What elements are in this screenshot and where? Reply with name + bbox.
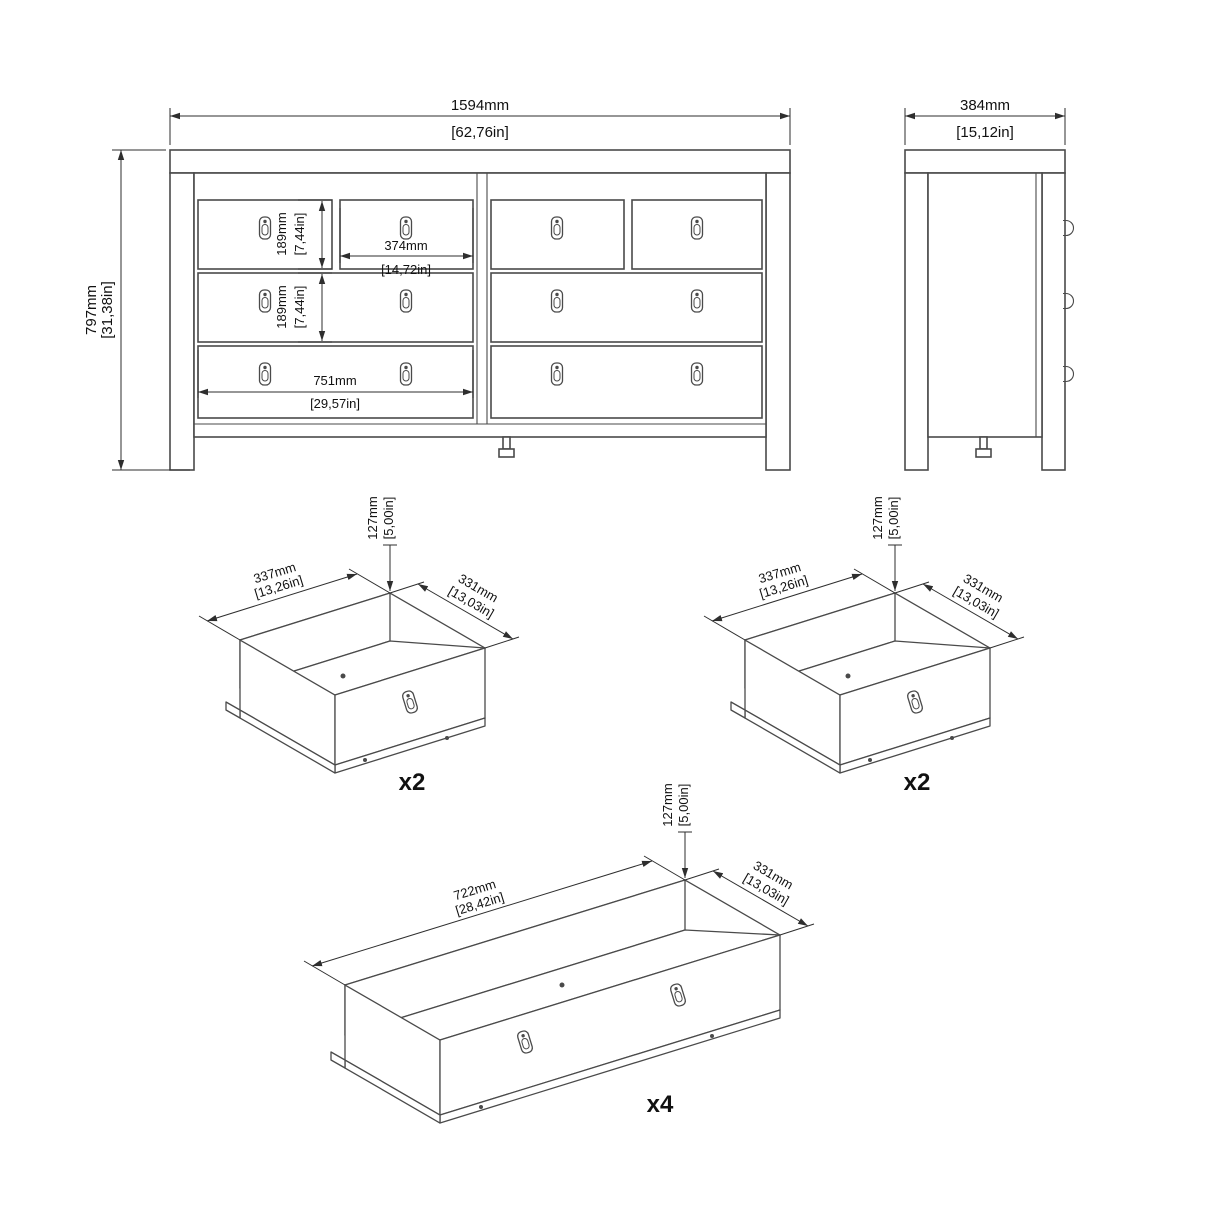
drawer-pull-icon: [258, 289, 272, 313]
drawer-pull-icon: [690, 362, 704, 386]
side-center-foot-stem: [979, 436, 988, 450]
drawer-pull-icon: [690, 289, 704, 313]
front-height-in-label: [31,38in]: [99, 281, 116, 339]
small-box-height-mm-label: 127mm: [870, 496, 885, 539]
side-depth-in-label: [15,12in]: [956, 124, 1014, 141]
rail-screw-icon: [868, 758, 872, 762]
side-top-panel: [904, 149, 1066, 174]
wide-box-height-mm-label: 127mm: [660, 783, 675, 826]
dimension-wide-drawer-box-height: 127mm [5,00in]: [660, 783, 692, 878]
rail-screw-icon: [363, 758, 367, 762]
side-pull-profile-icon: [1063, 292, 1074, 310]
row2-height-mm-label: 189mm: [274, 285, 289, 328]
quantity-label: x4: [647, 1091, 674, 1118]
dimension-overall-depth: 384mm [15,12in]: [904, 97, 1066, 145]
cam-fitting-icon: [559, 982, 565, 988]
drawer-pull-icon: [399, 289, 413, 313]
quantity-label: x2: [904, 769, 931, 796]
side-back-leg: [904, 172, 929, 471]
drawer-front-bottom-right: [490, 345, 763, 419]
drawer-runner-tab: [225, 701, 241, 719]
dimension-overall-height: 797mm [31,38in]: [83, 149, 190, 471]
side-center-foot-pad: [975, 448, 992, 458]
drawer-front-bottom-left: [197, 345, 474, 419]
center-foot-stem: [502, 436, 511, 450]
drawer-runner-tab: [330, 1051, 346, 1069]
small-drawer-width-in-label: [14,72in]: [381, 262, 431, 277]
dimension-small-drawer-width: 374mm [14,72in]: [339, 208, 474, 277]
drawer-pull-icon: [550, 289, 564, 313]
side-pull-profile-icon: [1063, 365, 1074, 383]
side-front-leg: [1041, 172, 1066, 471]
drawer-pull-icon: [258, 362, 272, 386]
small-box-height-in-label: [5,00in]: [381, 497, 396, 540]
drawer-pull-icon: [550, 216, 564, 240]
wide-drawer-width-mm-label: 751mm: [313, 373, 356, 388]
drawer-pull-icon: [258, 216, 272, 240]
side-view-drawing: 384mm [15,12in]: [904, 97, 1074, 471]
dresser-top-panel: [169, 149, 791, 174]
front-width-mm-label: 1594mm: [451, 97, 509, 114]
front-width-in-label: [62,76in]: [451, 124, 509, 141]
rail-screw-icon: [479, 1105, 483, 1109]
row1-height-in-label: [7,44in]: [292, 213, 307, 256]
wide-box-height-in-label: [5,00in]: [676, 784, 691, 827]
cam-fitting-icon: [845, 673, 851, 679]
small-box-height-in-label: [5,00in]: [886, 497, 901, 540]
drawer-pull-icon: [550, 362, 564, 386]
drawer-pull-icon: [399, 362, 413, 386]
wide-drawer-width-in-label: [29,57in]: [310, 396, 360, 411]
front-view-drawing: 1594mm [62,76in] 797mm [31,38in] 189mm […: [83, 97, 791, 471]
rail-screw-icon: [445, 736, 449, 740]
side-pull-profile-icon: [1063, 219, 1074, 237]
dimension-top-drawer-height: 189mm [7,44in]: [274, 199, 332, 270]
drawer-pull-icon: [399, 216, 413, 240]
side-depth-mm-label: 384mm: [960, 97, 1010, 114]
small-drawer-iso-left: 337mm [13,26in] 127mm [5,00in] 331mm [13…: [198, 496, 520, 796]
quantity-label: x2: [399, 769, 426, 796]
dimension-overall-width: 1594mm [62,76in]: [169, 97, 791, 145]
drawer-pull-icon: [690, 216, 704, 240]
row2-height-in-label: [7,44in]: [292, 286, 307, 329]
dimension-small-drawer-box-height: 127mm [5,00in]: [365, 496, 397, 591]
rail-screw-icon: [710, 1034, 714, 1038]
drawer-front-mid-right: [490, 272, 763, 343]
center-foot-pad: [498, 448, 515, 458]
wide-drawer-iso: 722mm [28,42in] 127mm [5,00in] 331mm [13…: [303, 783, 815, 1124]
dimension-small-drawer-box-height: 127mm [5,00in]: [870, 496, 902, 591]
cam-fitting-icon: [340, 673, 346, 679]
side-panel: [927, 172, 1043, 438]
small-drawer-iso-right: 337mm [13,26in] 127mm [5,00in] 331mm [13…: [703, 496, 1025, 796]
front-height-mm-label: 797mm: [83, 285, 100, 335]
rail-screw-icon: [950, 736, 954, 740]
dresser-right-leg: [765, 172, 791, 471]
dresser-left-leg: [169, 172, 195, 471]
center-divider-lines: [476, 173, 488, 424]
small-drawer-width-mm-label: 374mm: [384, 238, 427, 253]
row1-height-mm-label: 189mm: [274, 212, 289, 255]
small-box-height-mm-label: 127mm: [365, 496, 380, 539]
dimension-wide-drawer-width: 751mm [29,57in]: [197, 350, 474, 411]
dimension-middle-drawer-height: 189mm [7,44in]: [274, 272, 332, 343]
drawer-front-mid-left: [197, 272, 474, 343]
drawer-runner-tab: [730, 701, 746, 719]
